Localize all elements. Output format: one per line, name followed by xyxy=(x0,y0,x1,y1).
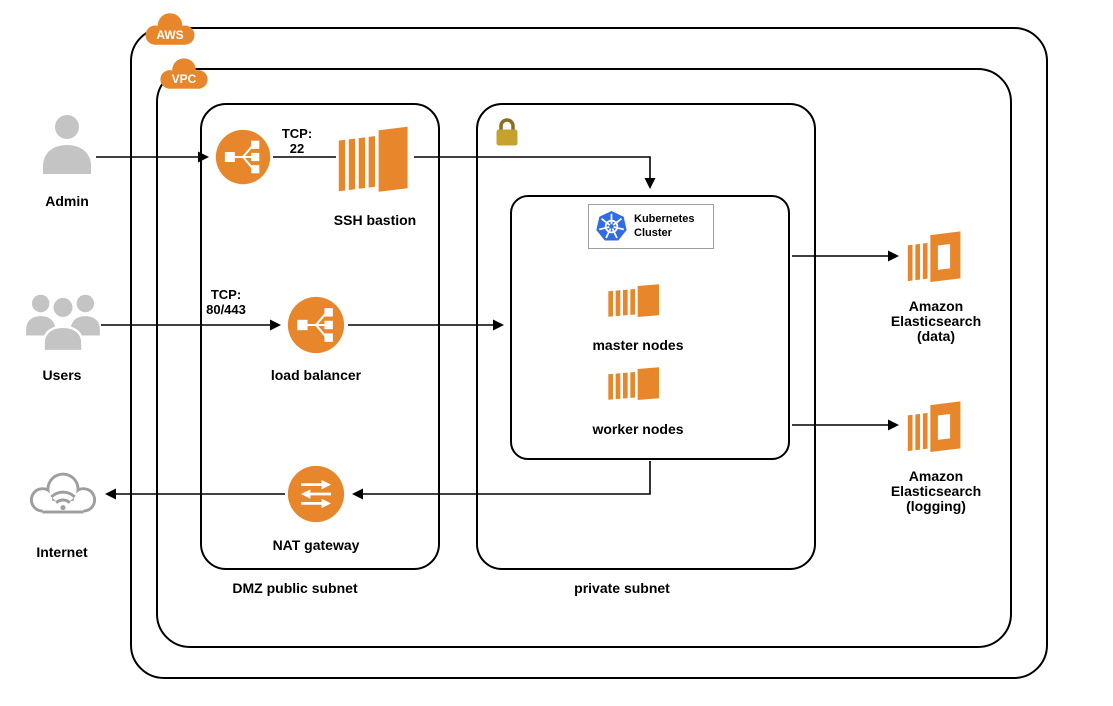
private-subnet-boundary xyxy=(476,103,816,570)
worker-nodes-icon xyxy=(607,362,663,404)
elasticsearch-logging-icon xyxy=(905,394,967,456)
vpc-cloud-icon: VPC xyxy=(157,55,211,92)
elasticsearch-data-label: Amazon Elasticsearch (data) xyxy=(890,298,982,344)
aws-cloud-icon: AWS xyxy=(142,10,198,48)
master-nodes-icon xyxy=(607,279,663,321)
load-balancer-icon xyxy=(286,295,346,355)
vpc-boundary xyxy=(156,68,1012,648)
kubernetes-logo-icon xyxy=(594,209,629,244)
ssh-elb-icon xyxy=(214,128,272,186)
aws-badge-label: AWS xyxy=(156,28,184,42)
load-balancer-label: load balancer xyxy=(270,367,362,383)
internet-cloud-icon xyxy=(27,469,99,521)
ssh-bastion-label: SSH bastion xyxy=(333,212,417,228)
dmz-subnet-label: DMZ public subnet xyxy=(232,580,358,596)
elasticsearch-logging-label: Amazon Elasticsearch (logging) xyxy=(890,468,982,514)
tcp-22-edge-label: TCP: 22 xyxy=(281,126,313,156)
internet-label: Internet xyxy=(36,544,88,560)
nat-gateway-label: NAT gateway xyxy=(272,537,360,553)
lock-icon xyxy=(493,116,521,149)
kubernetes-cluster-boundary xyxy=(510,195,790,460)
dmz-public-subnet-boundary xyxy=(200,103,440,570)
aws-cloud-boundary xyxy=(130,27,1048,679)
users-group-icon xyxy=(24,287,102,353)
nat-gateway-icon xyxy=(286,464,346,524)
users-label: Users xyxy=(42,367,82,383)
kubernetes-cluster-badge: Kubernetes Cluster xyxy=(588,204,714,249)
admin-user-icon xyxy=(39,112,95,180)
private-subnet-label: private subnet xyxy=(574,580,670,596)
kubernetes-cluster-label: Kubernetes Cluster xyxy=(634,213,695,239)
ssh-bastion-icon xyxy=(337,113,413,203)
elasticsearch-data-icon xyxy=(905,224,967,286)
master-nodes-label: master nodes xyxy=(592,337,684,353)
tcp-80-443-edge-label: TCP: 80/443 xyxy=(206,287,246,317)
admin-label: Admin xyxy=(45,193,89,209)
worker-nodes-label: worker nodes xyxy=(592,421,684,437)
vpc-badge-label: VPC xyxy=(171,72,197,86)
